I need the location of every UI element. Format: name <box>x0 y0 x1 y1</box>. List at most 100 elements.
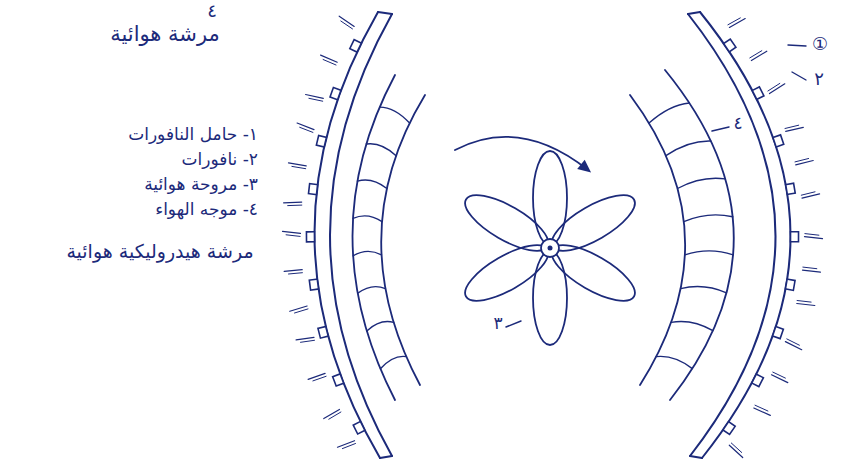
leader-line <box>506 321 521 327</box>
nozzle <box>316 135 326 147</box>
guide-vane <box>666 141 711 156</box>
spray-line <box>321 55 338 62</box>
guide-vane <box>358 287 386 294</box>
spray-line <box>801 192 815 195</box>
fan-housing <box>630 95 685 385</box>
spray-line <box>289 163 307 166</box>
guide-vane <box>678 178 726 188</box>
arrow-head <box>577 160 591 173</box>
spray-line <box>296 337 314 340</box>
spray-line <box>795 159 809 162</box>
spray-line <box>286 235 300 237</box>
spray-line <box>338 441 355 448</box>
spray-line <box>284 202 302 204</box>
callout-number: ٣ <box>493 313 502 333</box>
nozzle <box>785 279 795 290</box>
spray-line <box>306 95 324 99</box>
guide-vane <box>353 251 381 255</box>
spray-line <box>341 21 353 29</box>
fan-hub <box>541 239 559 257</box>
guide-vane <box>656 356 692 368</box>
carrier-end <box>378 12 392 14</box>
spray-line <box>283 231 301 233</box>
callout-number: ٤ <box>733 113 742 133</box>
spray-line <box>342 444 355 449</box>
part-list-item: ٢- نافورات <box>182 149 258 169</box>
nozzle-carrier <box>330 14 392 456</box>
nozzle <box>306 232 314 242</box>
rotation-arrow <box>455 137 588 170</box>
nozzle <box>773 135 784 147</box>
leader-line <box>788 45 806 46</box>
spray-line <box>805 234 819 236</box>
spray-line <box>803 270 821 272</box>
spray-line <box>805 237 823 239</box>
part-list-item: ٤- موجه الهواء <box>155 199 258 219</box>
guide-vane <box>380 356 406 368</box>
spray-line <box>773 372 786 378</box>
leader-line <box>792 72 806 80</box>
callout-number: ٢ <box>814 68 824 90</box>
carrier-end <box>380 456 392 458</box>
air-guide <box>665 70 734 400</box>
spray-line <box>755 405 768 411</box>
nozzle <box>333 374 344 386</box>
guide-vane <box>357 180 387 189</box>
diagram-caption: مرشة هيدروليكية هوائية <box>66 240 253 263</box>
spray-line <box>803 267 817 269</box>
spray-line <box>288 205 302 207</box>
guide-vane <box>649 103 689 123</box>
leader-line <box>712 127 729 131</box>
spray-line <box>297 123 314 130</box>
nozzle-carrier <box>700 12 791 458</box>
spray-line <box>768 83 780 91</box>
spray-line <box>323 60 336 66</box>
carrier-end <box>688 12 700 14</box>
nozzle <box>752 374 764 387</box>
spray-line <box>787 339 800 345</box>
nozzle <box>790 232 798 242</box>
guide-vane <box>681 286 727 292</box>
nozzle-carrier <box>688 14 776 456</box>
spray-line <box>284 270 302 272</box>
nozzle-carrier <box>314 12 380 458</box>
spray-line <box>329 412 341 419</box>
guide-vane <box>685 251 733 255</box>
nozzle <box>723 422 735 435</box>
nozzle <box>353 421 365 434</box>
spray-line <box>754 408 771 415</box>
spray-line <box>728 18 740 25</box>
spray-line <box>313 376 326 381</box>
diagram-title: مرشة هوائية <box>110 22 220 47</box>
nozzle <box>318 326 328 338</box>
spray-line <box>301 340 315 342</box>
spray-line <box>797 304 815 306</box>
carrier-end <box>690 456 702 458</box>
guide-vane <box>671 321 713 330</box>
nozzle <box>724 39 736 52</box>
guide-vane <box>366 144 396 156</box>
fan-axle <box>548 246 553 251</box>
guide-vane <box>380 107 410 123</box>
nozzle <box>309 184 318 195</box>
spray-line <box>797 301 811 303</box>
nozzle <box>773 327 784 339</box>
fan-housing <box>381 95 425 385</box>
spray-line <box>750 51 762 58</box>
spray-line <box>309 98 323 101</box>
nozzle <box>309 279 318 290</box>
air-guide <box>353 75 396 400</box>
spray-line <box>308 373 325 379</box>
spray-line <box>292 166 306 168</box>
spray-line <box>295 309 309 313</box>
spray-line <box>785 125 799 128</box>
spray-line <box>289 273 303 274</box>
fan-blade <box>533 151 567 245</box>
spray-line <box>731 443 741 453</box>
nozzle <box>350 40 362 52</box>
fan-blade <box>533 251 567 345</box>
part-list-item: ٣- مروحة هوائية <box>144 174 258 194</box>
